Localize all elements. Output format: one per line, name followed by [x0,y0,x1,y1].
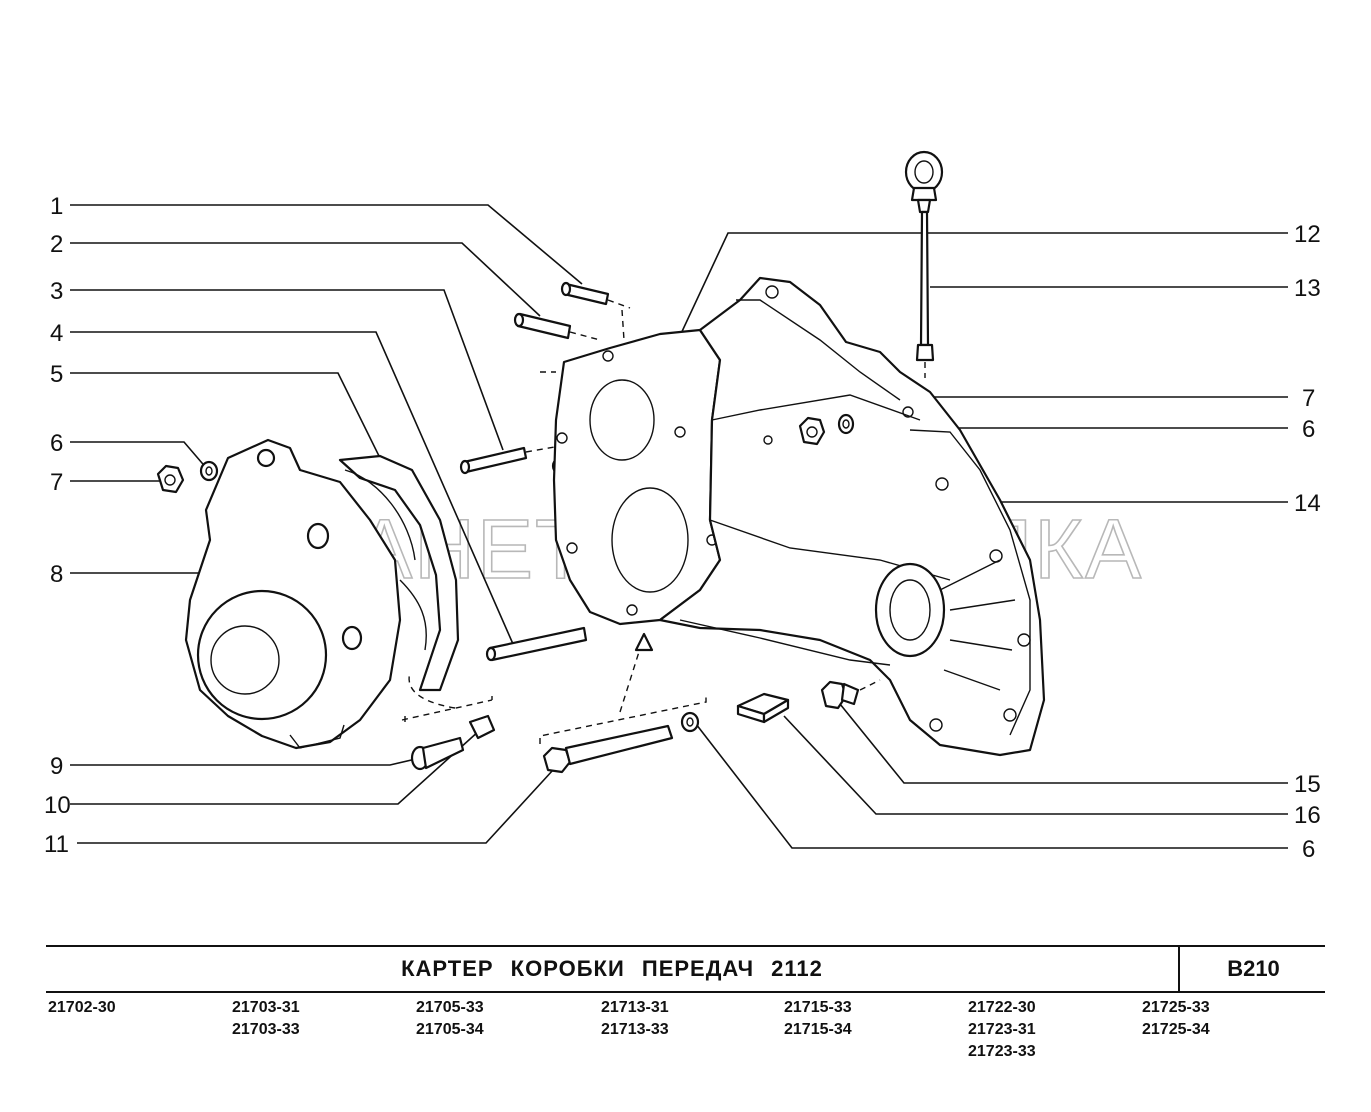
diagram-title: КАРТЕР КОРОБКИ ПЕРЕДАЧ 2112 [401,956,823,981]
model-column-5: 21715-33 21715-34 [784,997,852,1041]
title-bar: КАРТЕР КОРОБКИ ПЕРЕДАЧ 2112 B210 [46,945,1325,993]
leader-6b [695,723,1288,849]
drain-plug-15 [820,680,860,710]
diagram-code: B210 [1227,956,1280,981]
callout-3: 3 [50,278,63,305]
callout-15: 15 [1294,771,1321,798]
model-column-7: 21725-33 21725-34 [1142,997,1210,1041]
arrow-head-11 [634,632,654,652]
stud-3 [459,446,528,475]
model-column-1: 21702-30 [48,997,116,1019]
nut-7-right [798,416,826,446]
model-code: 21725-33 [1142,999,1210,1016]
model-code: 21705-34 [416,1021,484,1038]
washer-6-left [199,460,219,482]
parts-diagram: ПЛАНЕТА ЖЕЛЕЗЯКА 1 2 3 4 5 6 7 8 9 10 [44,150,1321,863]
stud-2 [513,312,572,340]
model-column-6: 21722-30 21723-31 21723-33 [968,997,1036,1063]
leader-9 [70,757,421,766]
model-code: 21713-33 [601,1021,669,1038]
model-list: 21702-30 21703-31 21703-33 21705-33 2170… [48,997,1328,1067]
model-column-4: 21713-31 21713-33 [601,997,669,1041]
stud-1 [560,281,610,306]
model-column-3: 21705-33 21705-34 [416,997,484,1041]
leader-1 [70,204,583,285]
callout-1: 1 [50,193,63,220]
callout-5: 5 [50,361,63,388]
leader-5 [70,372,383,463]
model-code: 21702-30 [48,999,116,1016]
model-code: 21713-31 [601,999,669,1016]
leader-15 [839,703,1288,784]
dashed-group-11 [539,635,707,744]
nut-7-left [156,464,185,494]
callout-6-right: 6 [1302,416,1315,443]
model-code: 21725-34 [1142,1021,1210,1038]
dipstick [904,150,944,378]
dashed-housing-guides [540,309,625,373]
gearbox-housing [552,276,1046,757]
magnet-16 [736,692,790,724]
model-code: 21705-33 [416,999,484,1016]
callout-8: 8 [50,561,63,588]
leader-2 [70,242,541,317]
leader-11 [77,769,554,844]
model-code: 21723-33 [968,1043,1036,1060]
code-cell: B210 [1178,947,1327,991]
clamp-10 [468,714,496,740]
leader-3 [70,289,504,451]
model-code: 21715-34 [784,1021,852,1038]
gasket [338,454,460,692]
model-code: 21723-31 [968,1021,1036,1038]
callout-13: 13 [1294,275,1321,302]
bolt-9 [410,736,465,771]
model-column-2: 21703-31 21703-33 [232,997,300,1041]
callout-7-right: 7 [1302,385,1315,412]
callout-16: 16 [1294,802,1321,829]
leader-16 [783,715,1288,815]
callout-10: 10 [44,792,71,819]
dashed-plug-15 [859,679,881,691]
rear-cover [184,438,402,750]
dashed-arrow-9 [408,671,456,709]
leader-4 [70,331,514,645]
callout-9: 9 [50,753,63,780]
callouts-left: 1 2 3 4 5 6 7 8 9 10 11 [44,193,71,858]
model-code: 21703-33 [232,1021,300,1038]
stud-4 [485,626,588,662]
callout-11: 11 [44,831,69,858]
bolt-11 [542,724,674,774]
dashed-group-9-10 [401,696,493,722]
washer-6-right [837,413,855,435]
washer-6-bottom [680,711,700,733]
callout-6-bottom: 6 [1302,836,1315,863]
callout-4: 4 [50,320,63,347]
callout-6-left: 6 [50,430,63,457]
leader-6l [70,441,209,471]
model-code: 21703-31 [232,999,300,1016]
dashed-stud-guides [525,299,631,453]
model-code: 21715-33 [784,999,852,1016]
callouts-right: 12 13 7 6 14 15 16 6 [1294,221,1321,863]
callout-14: 14 [1294,490,1321,517]
callout-12: 12 [1294,221,1321,248]
callout-2: 2 [50,231,63,258]
model-code: 21722-30 [968,999,1036,1016]
callout-7-left: 7 [50,469,63,496]
